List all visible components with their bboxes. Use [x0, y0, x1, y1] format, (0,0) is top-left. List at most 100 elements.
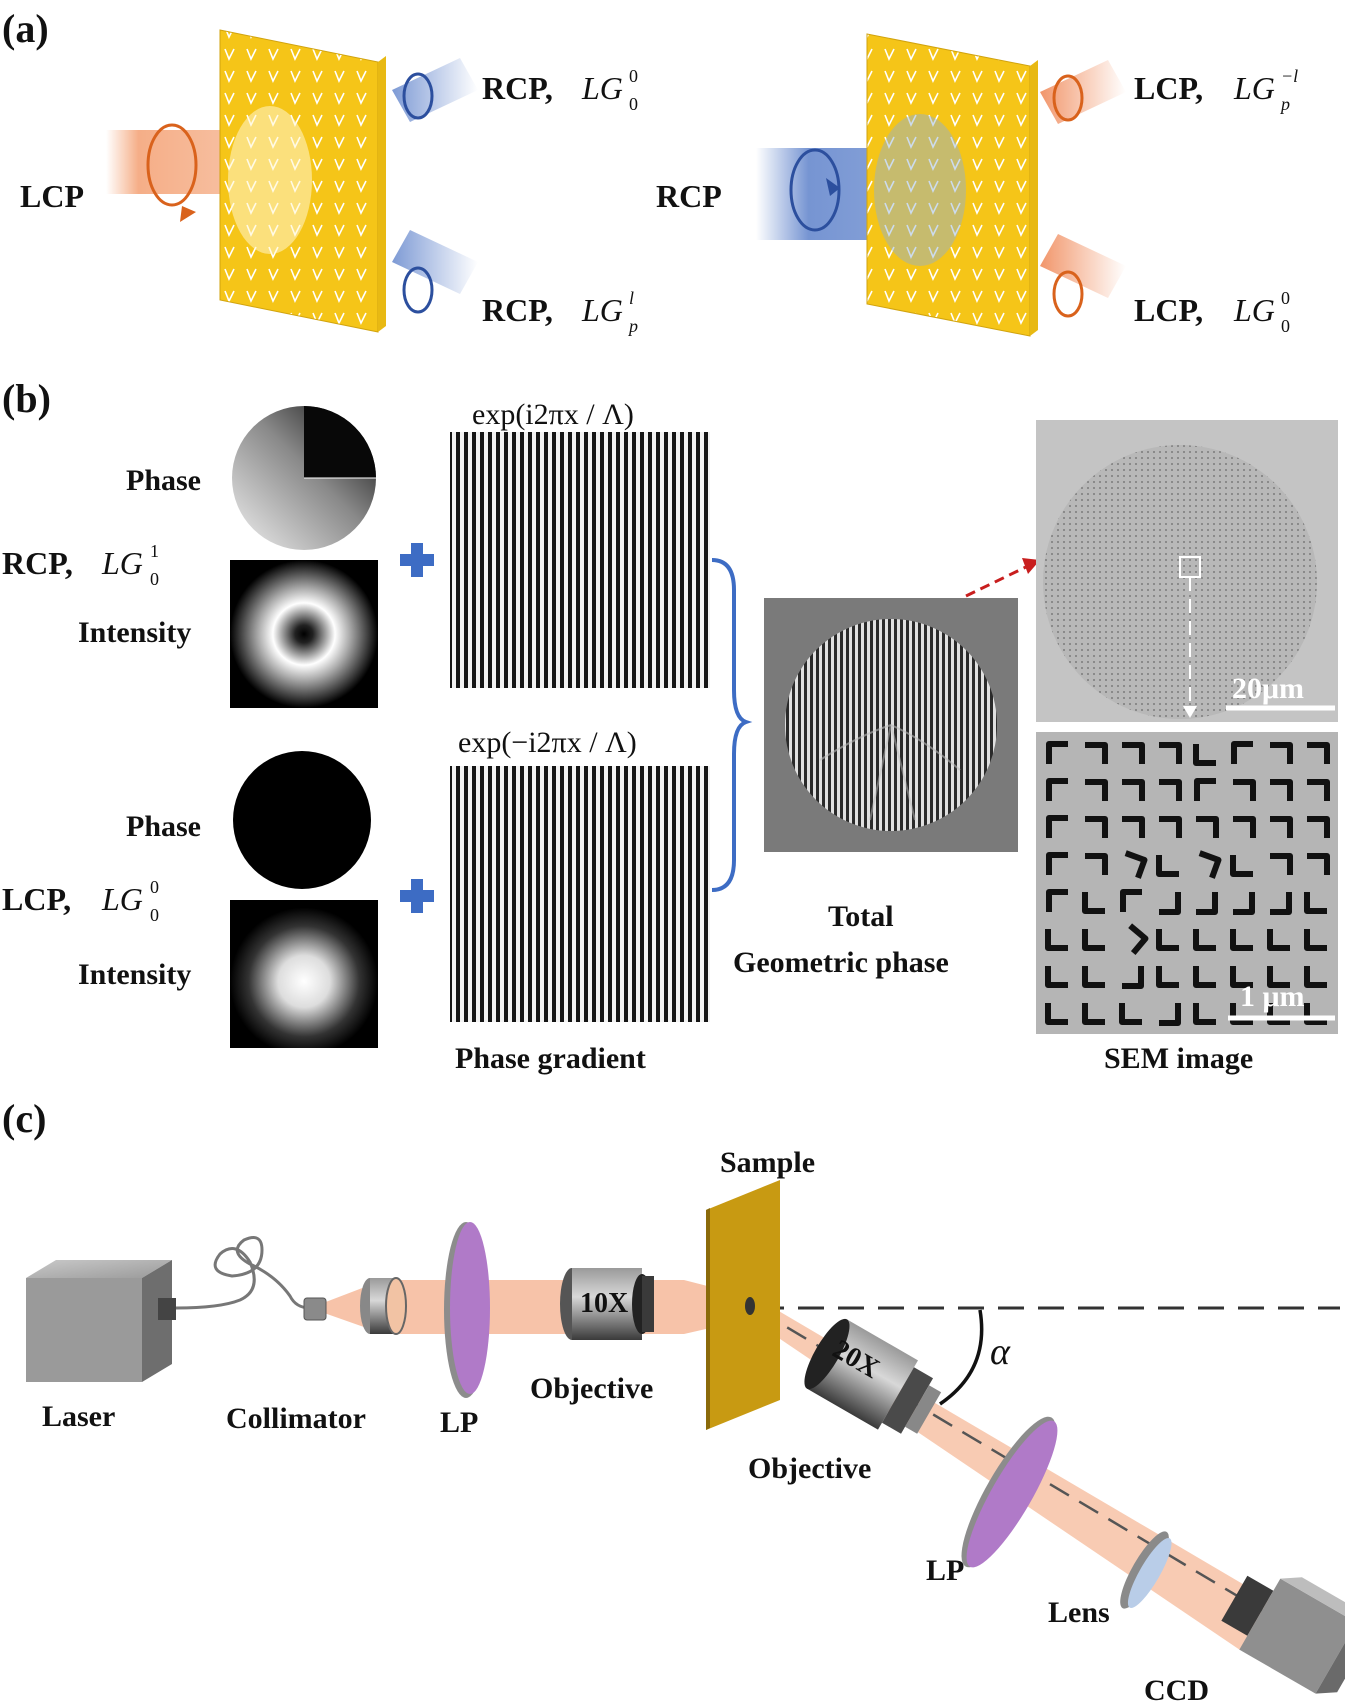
nano-antenna [1270, 816, 1293, 838]
svg-text:1: 1 [150, 541, 159, 561]
output-label-left-bottom: RCP, LG l p [482, 288, 638, 336]
objective-20x [804, 1318, 942, 1434]
nano-antenna [1196, 892, 1218, 915]
nano-antenna [1196, 816, 1219, 838]
panel-a-label: (a) [2, 6, 49, 51]
nano-antenna [1233, 816, 1256, 838]
nano-antenna [1198, 850, 1222, 879]
nano-antenna [1233, 779, 1256, 801]
circular-arrow-icon [1052, 74, 1084, 122]
nano-antenna [1159, 1003, 1181, 1026]
nano-antenna [1270, 892, 1292, 915]
phase-map-rcp [232, 406, 376, 550]
grad-formula-bottom: exp(−i2πx / Λ) [458, 726, 637, 759]
zoom-arrow [965, 563, 1031, 598]
sample-plate [706, 1180, 780, 1430]
lens-icon [1120, 1531, 1172, 1609]
nano-antenna [1193, 1003, 1216, 1025]
nano-antenna [1159, 742, 1182, 764]
nano-antenna [1045, 1003, 1068, 1025]
circular-arrow-icon [1052, 270, 1084, 318]
output-beam-top [392, 58, 478, 122]
laser-label: Laser [42, 1400, 115, 1433]
nano-antenna [1082, 892, 1105, 914]
nano-antenna [1270, 779, 1293, 801]
nano-antenna [1270, 742, 1293, 764]
combine-brace [711, 558, 753, 892]
nano-antenna [1156, 966, 1179, 988]
nano-antenna [1230, 929, 1253, 951]
nano-antenna [1233, 892, 1255, 915]
svg-text:LG: LG [1233, 292, 1275, 328]
phase-label-1: Phase [126, 464, 201, 497]
nano-antenna [1046, 852, 1068, 875]
nano-antenna [1230, 855, 1253, 877]
nano-antenna [1082, 929, 1105, 951]
collimator-icon [360, 1277, 407, 1335]
nano-antenna [1082, 966, 1105, 988]
sem-image-overview [1036, 420, 1338, 722]
svg-text:RCP,: RCP, [2, 545, 73, 581]
sample-label: Sample [720, 1146, 815, 1179]
nano-antenna [1128, 923, 1149, 956]
circular-arrow-icon [146, 123, 198, 207]
nano-antenna [1119, 1003, 1142, 1025]
nano-antenna [1085, 742, 1108, 764]
total-caption-1: Total [828, 900, 894, 933]
nano-antenna [1046, 778, 1068, 801]
svg-text:0: 0 [1281, 316, 1290, 336]
nano-antenna [1267, 966, 1290, 988]
svg-text:LG: LG [581, 70, 623, 106]
output-beam-bottom [1040, 234, 1126, 298]
nano-antenna [1046, 741, 1068, 764]
svg-text:0: 0 [150, 905, 159, 925]
svg-text:p: p [1279, 94, 1290, 114]
intensity-label-2: Intensity [78, 958, 191, 991]
nano-antenna [1045, 929, 1068, 951]
phase-gradient-top [450, 432, 710, 688]
circular-arrow-icon [402, 72, 434, 120]
nano-antenna [1082, 1003, 1105, 1025]
svg-text:RCP,: RCP, [482, 292, 553, 328]
nano-antenna [1046, 815, 1068, 838]
sem-scale-1: 20μm [1232, 672, 1304, 705]
lens-label: Lens [1048, 1596, 1110, 1629]
svg-text:LCP,: LCP, [2, 881, 71, 917]
nano-antenna [1159, 892, 1181, 915]
objective1-mag: 10X [580, 1288, 628, 1319]
nano-antenna [1230, 1003, 1253, 1025]
nano-antenna [1085, 779, 1108, 801]
panel-b-label: (b) [2, 376, 51, 421]
lp2-label: LP [926, 1554, 964, 1587]
nano-antenna [1124, 850, 1148, 879]
svg-text:LG: LG [101, 545, 143, 581]
nano-antenna [1267, 929, 1290, 951]
total-phase-map [764, 598, 1018, 852]
nano-antenna [1156, 855, 1179, 877]
objective2-label: Objective [748, 1452, 871, 1485]
fiber-connector [303, 1297, 327, 1321]
nano-antenna [1267, 1003, 1290, 1025]
nano-antenna [1159, 816, 1182, 838]
ccd-label: CCD [1144, 1674, 1209, 1706]
laser-box [26, 1260, 176, 1382]
nano-antenna [1120, 889, 1142, 912]
polarizer-1 [444, 1222, 490, 1398]
optical-fiber [175, 1236, 311, 1310]
phase-gradient-bottom [450, 766, 710, 1022]
intensity-map-lcp [230, 900, 378, 1048]
plus-icon [400, 543, 434, 577]
ccd-camera [1221, 1575, 1345, 1694]
nano-antenna [1307, 853, 1330, 875]
metasurface-right [756, 33, 1126, 337]
intensity-map-rcp [230, 560, 378, 708]
svg-text:0: 0 [629, 66, 638, 86]
total-caption-2: Geometric phase [733, 946, 949, 979]
output-label-left-top: RCP, LG 0 0 [482, 66, 638, 114]
nano-antenna [1230, 966, 1253, 988]
svg-text:0: 0 [1281, 288, 1290, 308]
nano-antenna [1304, 966, 1327, 988]
circular-arrow-icon [402, 266, 434, 314]
svg-text:RCP,: RCP, [482, 70, 553, 106]
